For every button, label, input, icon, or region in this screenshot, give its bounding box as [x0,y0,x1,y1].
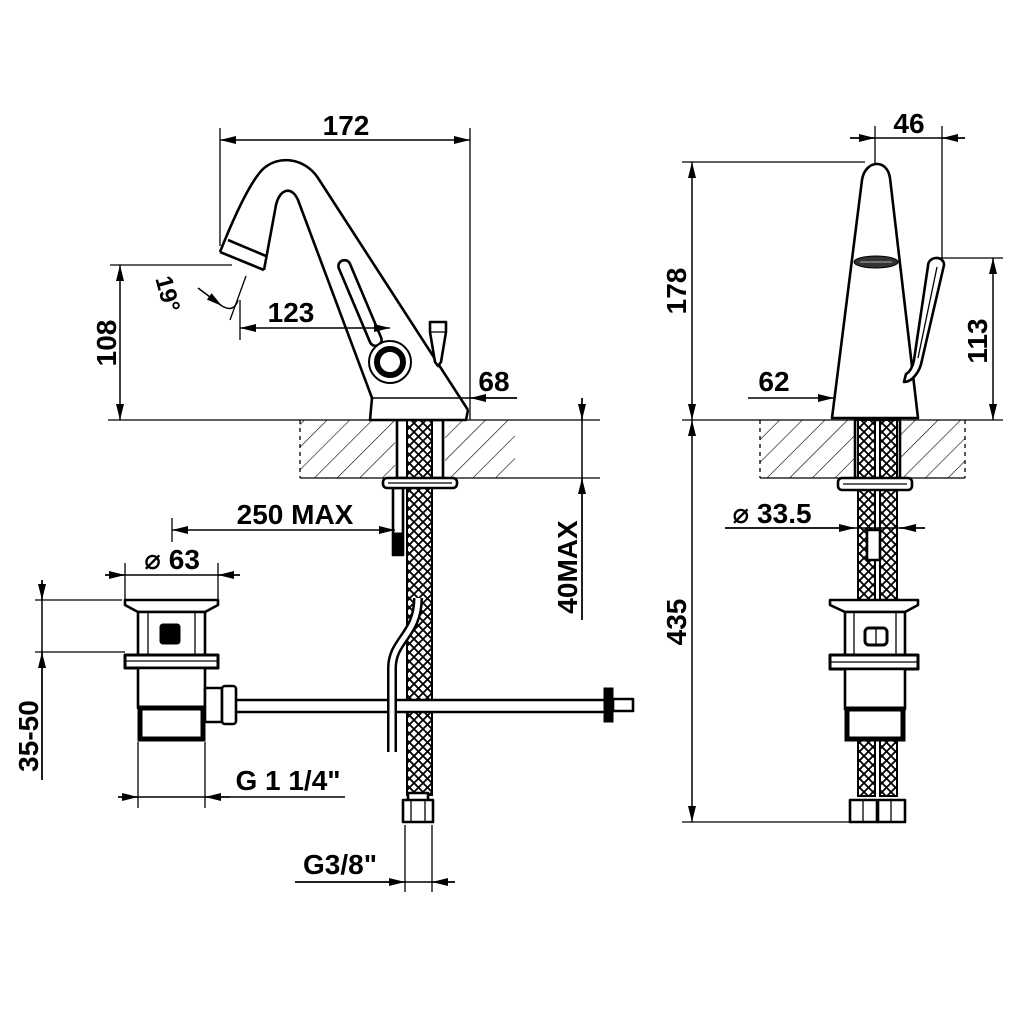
dimension-178: 178 [661,161,865,420]
drain-thread-section [137,705,206,742]
pop-up-rod-clip [392,532,404,556]
vertical-lift-rod [389,597,421,752]
dimension-108: 108 [91,264,232,420]
drain-overflow-window [159,623,181,645]
drain-lower-body [136,666,207,710]
label-g3-8: G3/8" [303,849,377,880]
dimension-diameter-63: ⌀ 63 [105,544,240,600]
countertop-section-left [108,419,600,479]
drain-side-connector-cap [220,684,238,726]
spout-inner-edge [262,189,374,399]
dimension-172: 172 [219,110,471,420]
countertop-hatch-left-a [300,420,395,478]
dimension-40max: 40MAX [552,398,586,620]
drain-lower-body-front [843,667,907,711]
side-view: 172 108 19° 123 68 [13,110,635,892]
drain-side-connector [203,686,224,724]
faucet-cone-body [830,162,920,420]
side-lever [902,256,946,384]
label-113: 113 [962,318,993,363]
hose-nut [401,798,435,824]
spout-outlet [219,250,265,272]
label-68: 68 [478,366,509,397]
faucet-body-front [830,162,946,420]
faucet-body-side [218,158,470,422]
countertop-hatch-right-b [900,420,965,478]
horizontal-pivot-rod [233,698,609,714]
angle-arc [221,299,239,310]
label-62: 62 [758,366,789,397]
dimension-diameter-33-5: ⌀ 33.5 [725,498,925,532]
spout-aerator-line [227,238,267,258]
countertop-hatch-left-b [445,420,515,478]
label-diameter-33-5: ⌀ 33.5 [732,498,811,529]
spout-outer-edge [218,158,470,411]
dimension-250-max: 250 MAX [171,499,395,542]
front-view: 46 178 113 62 ⌀ 33.5 [661,108,1003,824]
dimension-435: 435 [661,420,850,823]
drain-flange [123,598,220,614]
side-lever-center-line [917,266,938,359]
pop-up-rod-front [865,528,882,562]
pop-up-drain-front [828,598,920,742]
faucet-base [368,397,470,422]
label-g-1-1-4: G 1 1/4" [235,765,340,796]
label-40max: 40MAX [552,520,583,614]
faucet-body-fill [220,160,468,420]
braided-hose-left-in-shank [857,419,876,479]
pivot-rod-end-cap [611,697,635,713]
pop-up-drain-side [123,598,238,742]
angle-19: 19° [150,273,247,321]
countertop-hatch-right-a [760,420,855,478]
lever-knob [428,320,448,368]
label-250-max: 250 MAX [237,499,354,530]
dimension-46: 46 [850,108,965,262]
dimension-g-1-1-4: G 1 1/4" [118,742,345,808]
pivot-rod-end-clip [603,687,614,723]
drain-thread-section-front [844,706,906,742]
angle-leader-line [197,287,223,307]
angle-reference-line [229,275,247,321]
pop-up-linkage [233,597,635,752]
dimension-68: 68 [372,366,517,402]
braided-hose-right-in-shank [879,419,898,479]
shank-and-hose-side [381,418,459,824]
dimension-35-50: 35-50 [13,580,125,780]
drain-flange-front [828,598,920,614]
dimension-62: 62 [748,366,834,402]
label-172: 172 [323,110,370,141]
braided-hose-in-shank [406,419,433,479]
label-19-degrees: 19° [150,273,185,315]
label-108: 108 [91,320,122,367]
label-123: 123 [268,297,315,328]
dimension-g3-8: G3/8" [295,825,455,892]
dimension-123: 123 [239,297,390,340]
label-178: 178 [661,268,692,315]
label-35-50: 35-50 [13,700,44,772]
handle-hub [374,346,406,378]
label-diameter-63: ⌀ 63 [144,544,200,575]
countertop-section-right [682,419,1003,479]
label-46: 46 [893,108,924,139]
braided-hose [406,487,433,796]
label-435: 435 [661,599,692,646]
dimension-113: 113 [938,257,1003,420]
